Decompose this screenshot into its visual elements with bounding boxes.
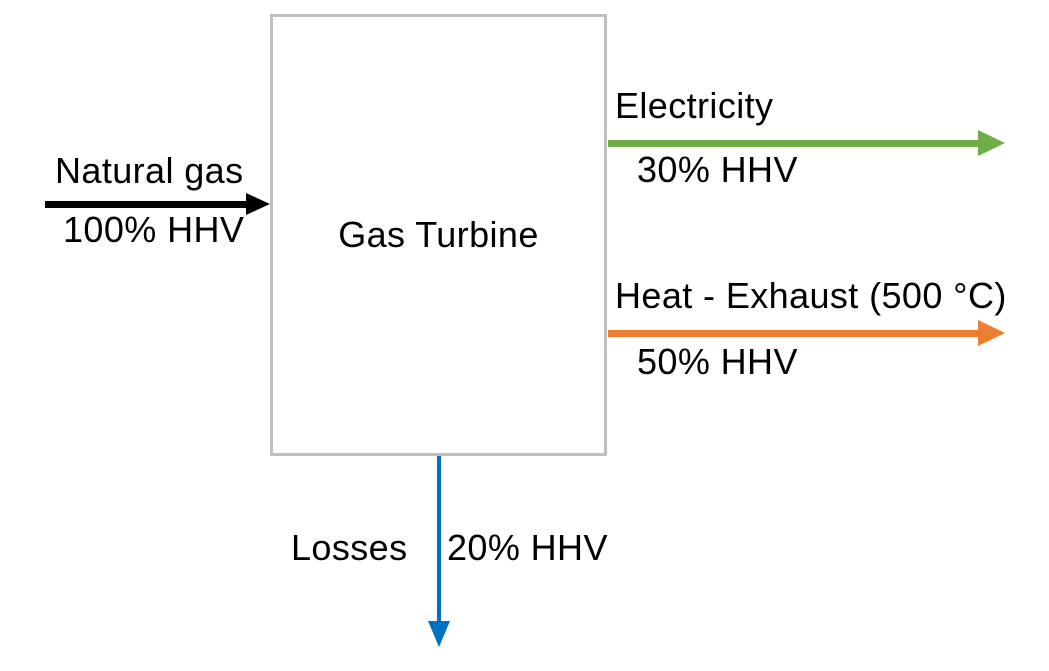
input-flow-value: 100% HHV	[63, 209, 245, 250]
heat-exhaust-flow-value: 50% HHV	[637, 341, 798, 382]
electricity-arrow-head	[978, 130, 1005, 156]
losses-arrow-shaft	[437, 456, 441, 622]
heat-exhaust-arrow-icon	[608, 319, 1005, 347]
heat-exhaust-arrow-head	[978, 320, 1005, 346]
input-arrow-head	[246, 193, 270, 215]
losses-flow-value: 20% HHV	[447, 527, 608, 568]
input-arrow-icon	[45, 190, 270, 218]
losses-flow-label: Losses	[291, 527, 408, 568]
losses-arrow-head	[428, 621, 450, 647]
input-flow-label: Natural gas	[55, 150, 244, 191]
electricity-arrow-shaft	[608, 139, 978, 147]
electricity-flow-label: Electricity	[615, 85, 774, 126]
gas-turbine-label: Gas Turbine	[338, 214, 539, 255]
input-arrow-shaft	[45, 200, 246, 208]
heat-exhaust-flow-label: Heat - Exhaust (500 °C)	[615, 275, 1007, 316]
gas-turbine-box: Gas Turbine	[270, 14, 607, 456]
heat-exhaust-arrow-shaft	[608, 329, 978, 337]
electricity-flow-value: 30% HHV	[637, 149, 798, 190]
electricity-arrow-icon	[608, 129, 1005, 157]
